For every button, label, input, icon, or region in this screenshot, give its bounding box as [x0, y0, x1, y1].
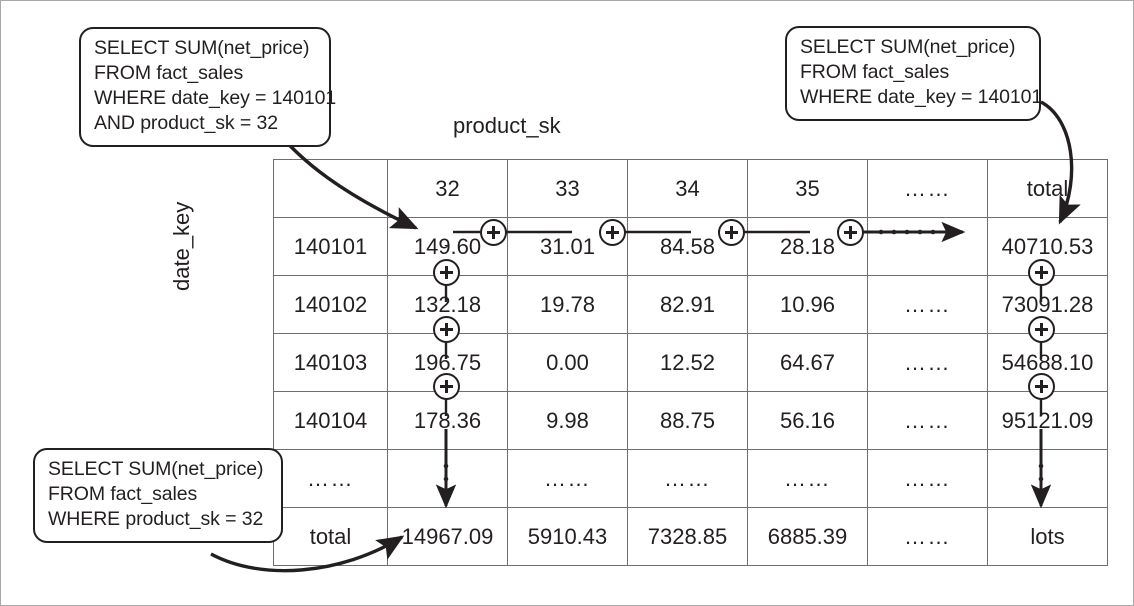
cell-ellipsis-35: …… [747, 449, 868, 508]
cell-140101-ellipsis [867, 217, 988, 276]
table-row: total 14967.09 5910.43 7328.85 6885.39 …… [273, 507, 1108, 566]
plus-icon-coltotal-r1-r2 [1028, 259, 1055, 286]
plus-icon-row1-32-33 [480, 219, 507, 246]
cell-total-total: lots [987, 507, 1108, 566]
callout-line: SELECT SUM(net_price) [800, 36, 1016, 58]
cell-140103-34: 12.52 [627, 333, 748, 392]
table-row: 140101 149.60 31.01 84.58 28.18 40710.53 [273, 217, 1108, 276]
callout-line: WHERE date_key = 140101 [800, 86, 1043, 108]
table-row: 140102 132.18 19.78 82.91 10.96 …… 73091… [273, 275, 1108, 334]
cell-ellipsis-32 [387, 449, 508, 508]
row-header-140104: 140104 [273, 391, 388, 450]
table-header-row: 32 33 34 35 …… total [273, 159, 1108, 218]
row-header-140101: 140101 [273, 217, 388, 276]
plus-icon-row1-33-34 [599, 219, 626, 246]
row-header-140103: 140103 [273, 333, 388, 392]
table-row: 140103 196.75 0.00 12.52 64.67 …… 54688.… [273, 333, 1108, 392]
cell-ellipsis-33: …… [507, 449, 628, 508]
callout-cell-query: SELECT SUM(net_price) FROM fact_sales WH… [79, 27, 337, 147]
cell-total-ellipsis: …… [867, 507, 988, 566]
plus-icon-col32-r2-r3 [433, 316, 460, 343]
cell-ellipsis-total [987, 449, 1108, 508]
column-header-34: 34 [627, 159, 748, 218]
column-header-33: 33 [507, 159, 628, 218]
callout-line: FROM fact_sales [48, 483, 198, 505]
table-row: 140104 178.36 9.98 88.75 56.16 …… 95121.… [273, 391, 1108, 450]
row-header-ellipsis: …… [273, 449, 388, 508]
cell-total-32: 14967.09 [387, 507, 508, 566]
cell-140103-35: 64.67 [747, 333, 868, 392]
cell-140104-35: 56.16 [747, 391, 868, 450]
callout-line: WHERE date_key = 140101 [94, 87, 337, 109]
cell-140104-total: 95121.09 [987, 391, 1108, 450]
row-header-total: total [273, 507, 388, 566]
cell-ellipsis-ellipsis: …… [867, 449, 988, 508]
cell-140102-34: 82.91 [627, 275, 748, 334]
plus-icon-col32-r1-r2 [433, 259, 460, 286]
callout-column-total-query: SELECT SUM(net_price) FROM fact_sales WH… [33, 448, 283, 543]
plus-icon-col32-r3-r4 [433, 373, 460, 400]
cell-total-33: 5910.43 [507, 507, 628, 566]
callout-line: SELECT SUM(net_price) [48, 458, 264, 480]
table-row: …… …… …… …… …… [273, 449, 1108, 508]
callout-line: SELECT SUM(net_price) [94, 37, 310, 59]
column-header-ellipsis: …… [867, 159, 988, 218]
matrix-table: 32 33 34 35 …… total 140101 149.60 31.01… [273, 159, 1108, 566]
column-header-35: 35 [747, 159, 868, 218]
cell-140104-33: 9.98 [507, 391, 628, 450]
cell-140103-33: 0.00 [507, 333, 628, 392]
plus-icon-coltotal-r2-r3 [1028, 316, 1055, 343]
column-header-total: total [987, 159, 1108, 218]
plus-icon-coltotal-r3-r4 [1028, 373, 1055, 400]
aggregation-matrix: 32 33 34 35 …… total 140101 149.60 31.01… [273, 159, 1108, 566]
cell-total-34: 7328.85 [627, 507, 748, 566]
callout-line: FROM fact_sales [800, 61, 950, 83]
plus-icon-row1-34-35 [718, 219, 745, 246]
callout-line: WHERE product_sk = 32 [48, 508, 264, 530]
cell-140102-ellipsis: …… [867, 275, 988, 334]
callout-line: FROM fact_sales [94, 62, 244, 84]
cell-ellipsis-34: …… [627, 449, 748, 508]
cell-140103-ellipsis: …… [867, 333, 988, 392]
cell-total-35: 6885.39 [747, 507, 868, 566]
row-header-140102: 140102 [273, 275, 388, 334]
column-header-32: 32 [387, 159, 508, 218]
callout-line: AND product_sk = 32 [94, 112, 278, 134]
cell-140102-33: 19.78 [507, 275, 628, 334]
column-axis-label: product_sk [453, 113, 561, 138]
cell-140104-32: 178.36 [387, 391, 508, 450]
cell-140102-35: 10.96 [747, 275, 868, 334]
corner-blank-cell [273, 159, 388, 218]
cell-140104-ellipsis: …… [867, 391, 988, 450]
cell-140104-34: 88.75 [627, 391, 748, 450]
row-axis-label: date_key [169, 201, 194, 291]
callout-row-total-query: SELECT SUM(net_price) FROM fact_sales WH… [785, 26, 1043, 121]
plus-icon-row1-35-dots [837, 219, 864, 246]
